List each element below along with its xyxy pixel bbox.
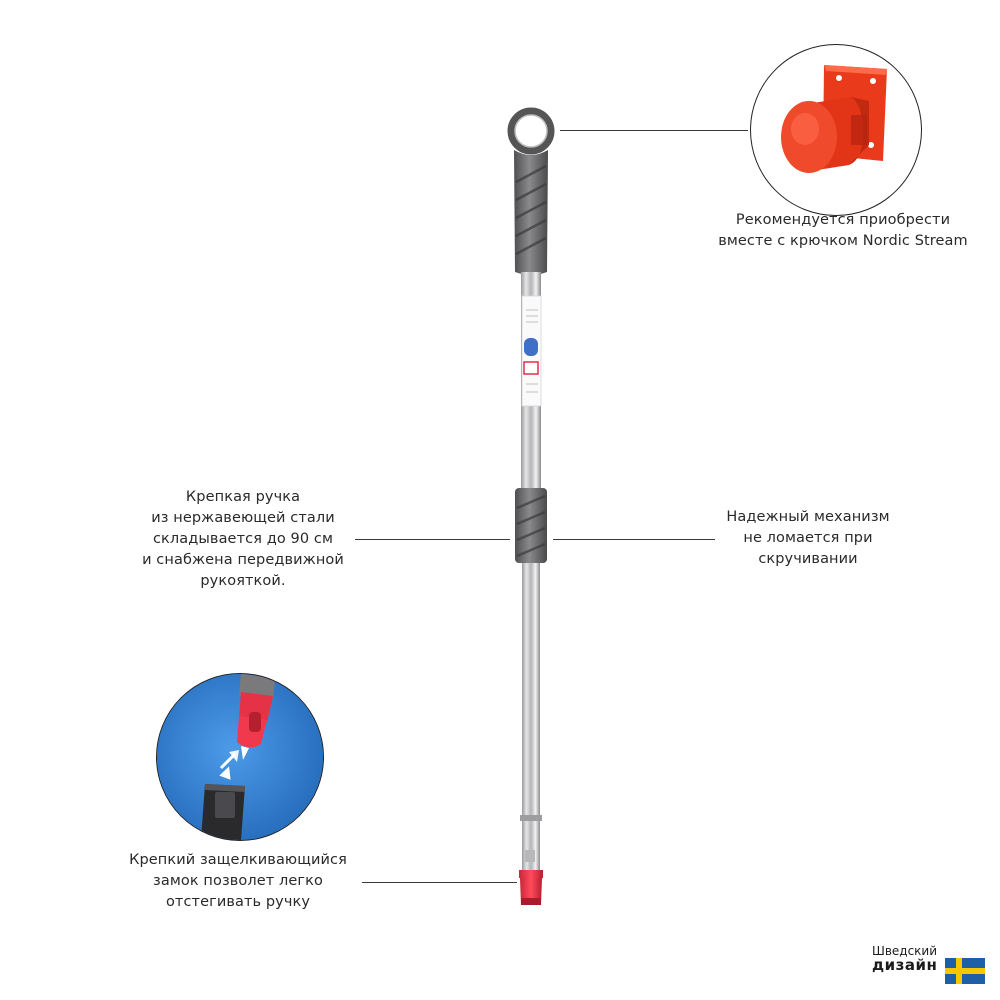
sliding-grip [515, 488, 547, 563]
swedish-design-badge: Шведский дизайн [872, 944, 938, 974]
snap-lock-icon [157, 674, 323, 840]
caption-handle-line: из нержавеющей стали [151, 510, 335, 526]
badge-line-1: Шведский [872, 944, 938, 958]
caption-handle-line: и снабжена передвижной [142, 552, 344, 568]
caption-lock-line: Крепкий защелкивающийся [129, 852, 347, 868]
caption-handle: Крепкая ручка из нержавеющей стали склад… [140, 487, 346, 592]
red-lock-tip [519, 870, 543, 905]
leader-line-mechanism [553, 539, 715, 540]
wall-hook-icon [781, 65, 887, 173]
leader-line-hook [560, 130, 748, 131]
caption-mechanism-line: Надежный механизм [726, 509, 890, 525]
lock-detail-circle [156, 673, 324, 841]
caption-mechanism-line: скручивании [758, 551, 858, 567]
swedish-flag-icon [945, 958, 985, 984]
upper-grip [514, 150, 548, 275]
lower-steel-tube [522, 563, 540, 845]
caption-hook: Рекомендуется приобрести вместе с крючко… [705, 210, 981, 252]
caption-hook-line: вместе с крючком Nordic Stream [718, 233, 968, 249]
caption-lock-line: замок позволет легко [153, 873, 323, 889]
caption-mechanism-line: не ломается при [743, 530, 873, 546]
badge-line-2: дизайн [872, 956, 938, 974]
caption-handle-line: рукояткой. [200, 573, 286, 589]
caption-handle-line: складывается до 90 см [152, 531, 334, 547]
hanging-ring [507, 107, 555, 155]
caption-lock: Крепкий защелкивающийся замок позволет л… [118, 850, 358, 913]
caption-handle-line: Крепкая ручка [185, 489, 301, 505]
caption-mechanism: Надежный механизм не ломается при скручи… [713, 507, 903, 570]
product-label [521, 295, 542, 407]
leader-line-handle [355, 539, 510, 540]
hook-detail-circle [750, 44, 922, 216]
leader-line-lock [362, 882, 517, 883]
caption-lock-line: отстегивать ручку [165, 894, 311, 910]
caption-hook-line: Рекомендуется приобрести [735, 212, 951, 228]
